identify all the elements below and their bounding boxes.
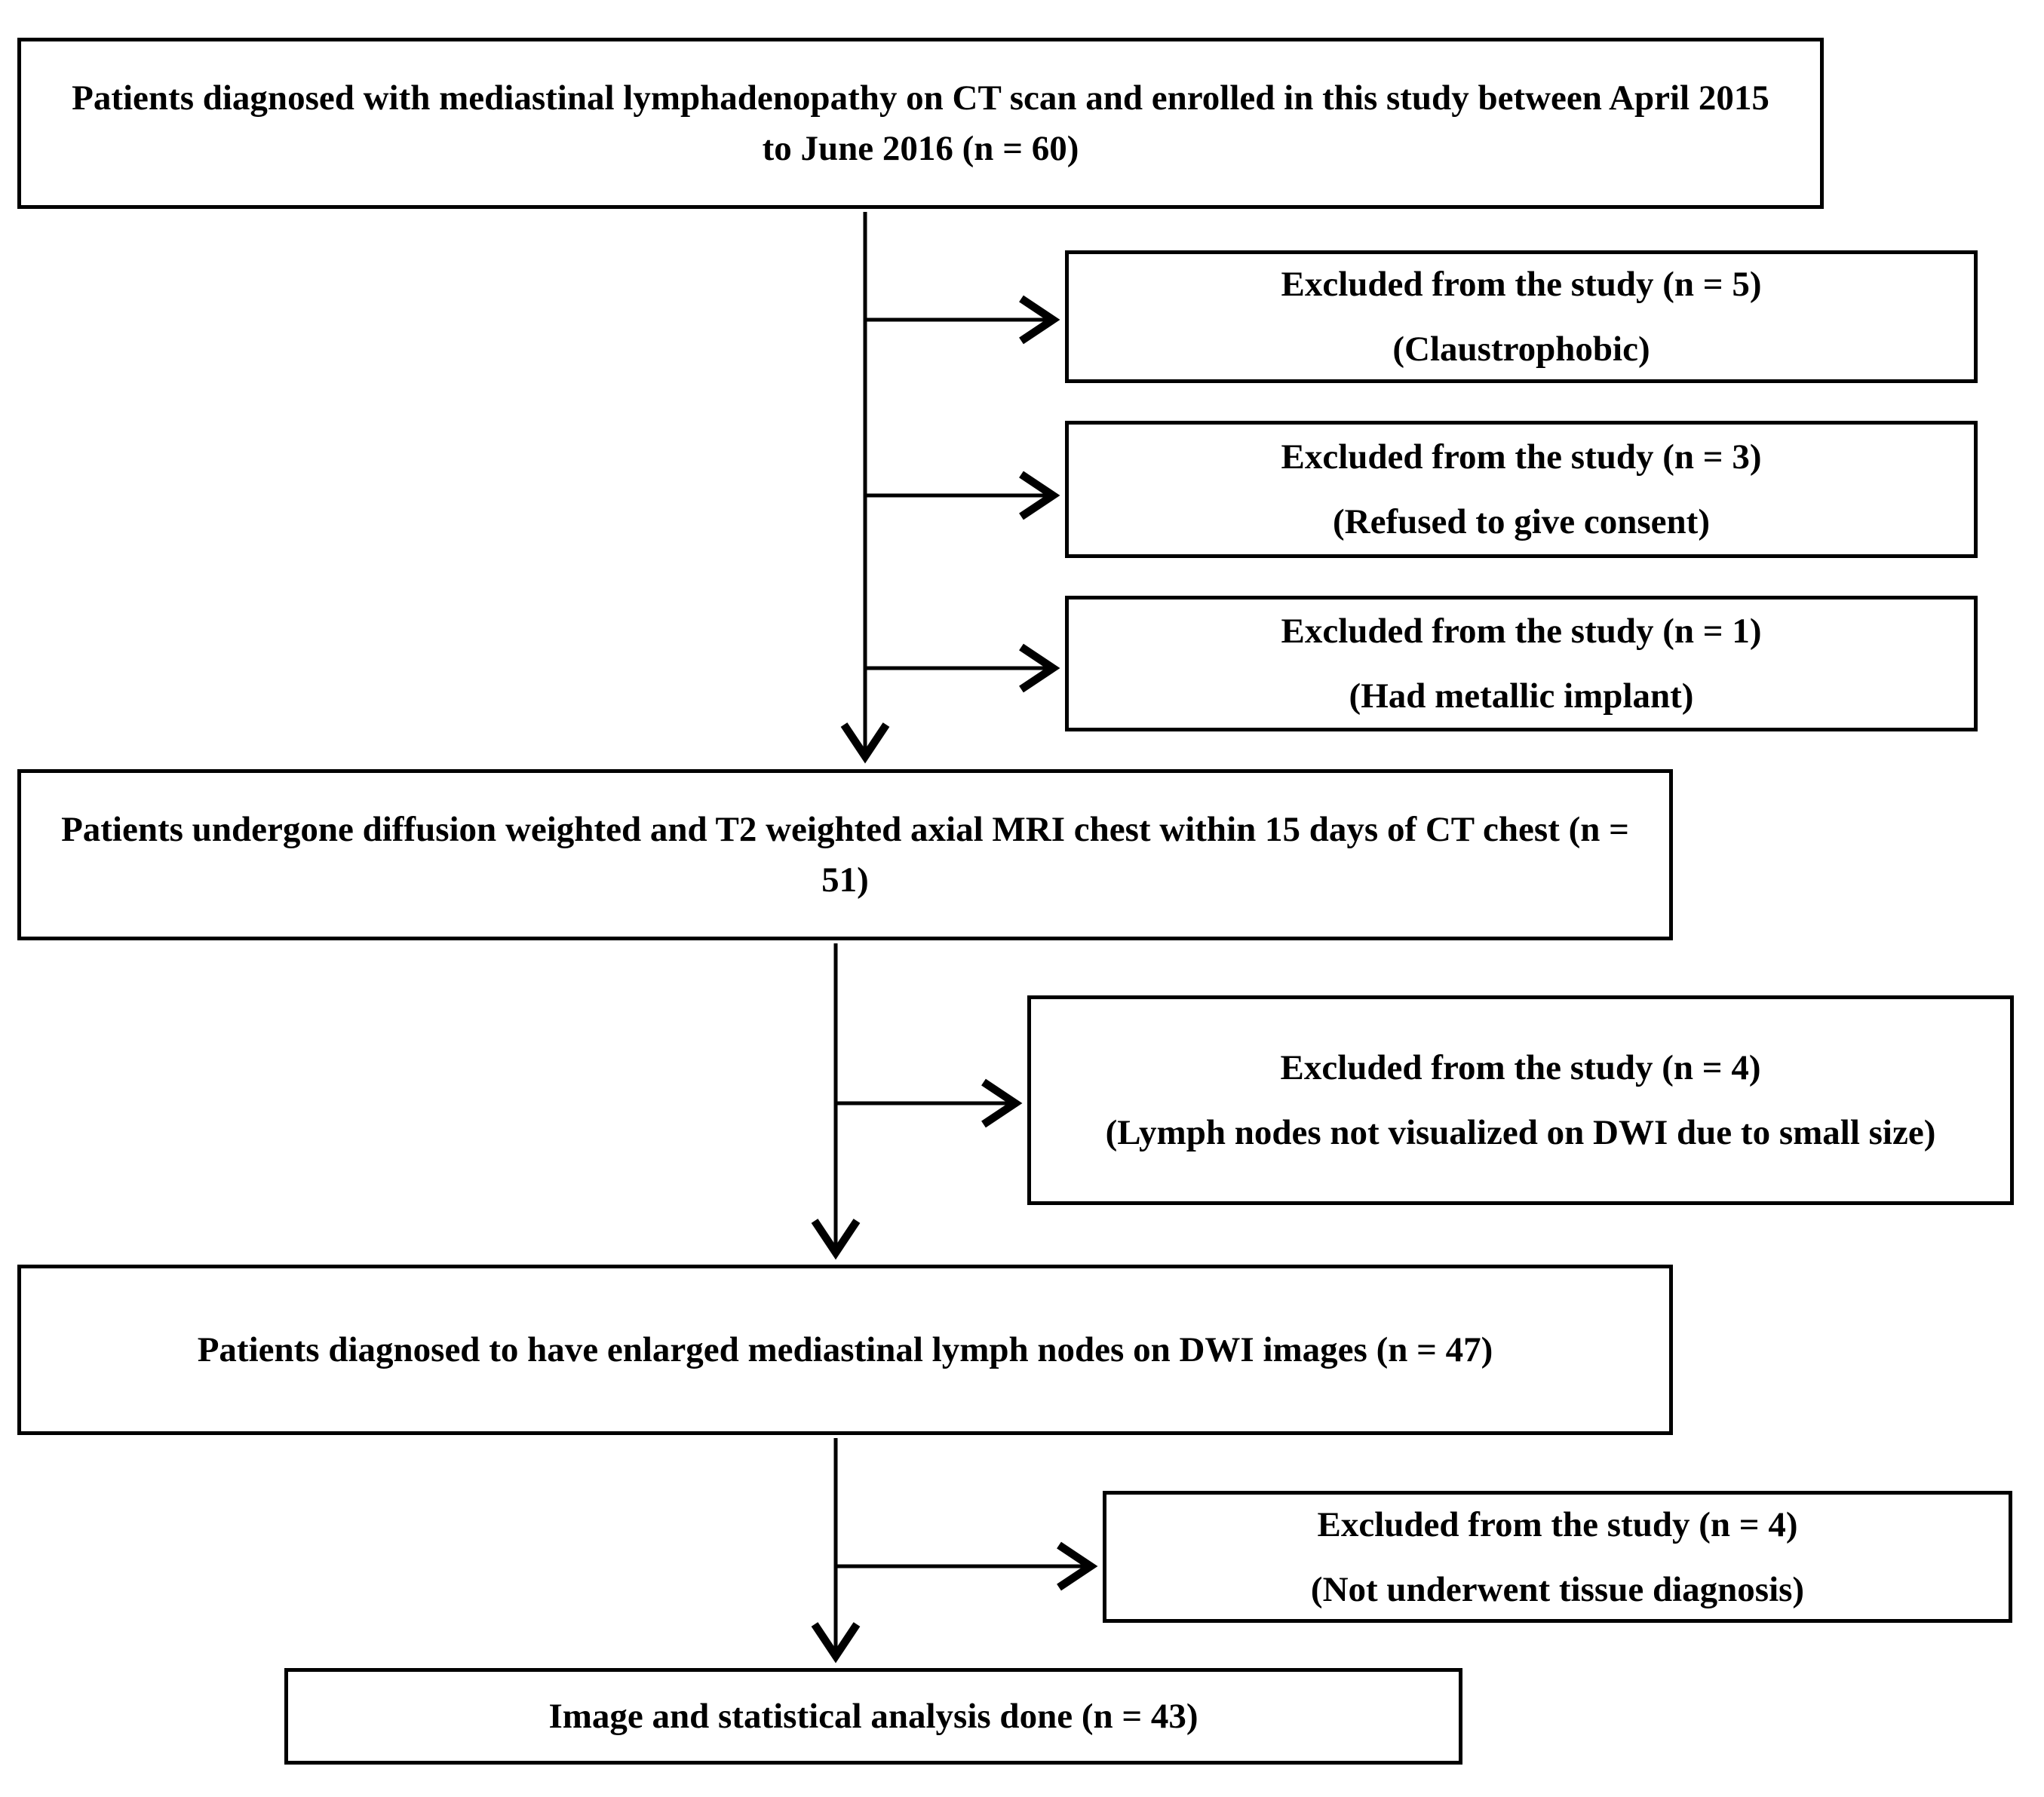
excluded-no-tissue-diagnosis-reason: (Not underwent tissue diagnosis): [1310, 1569, 1805, 1609]
excluded-claustrophobic-reason: (Claustrophobic): [1392, 330, 1650, 370]
box-analysis-done: Image and statistical analysis done (n =…: [284, 1668, 1462, 1765]
excluded-dwi-small-size-title: Excluded from the study (n = 4): [1280, 1048, 1761, 1088]
excluded-metallic-implant-reason: (Had metallic implant): [1349, 676, 1694, 716]
box-excluded-refused-consent: Excluded from the study (n = 3) (Refused…: [1065, 421, 1978, 558]
excluded-claustrophobic-title: Excluded from the study (n = 5): [1281, 265, 1762, 305]
box-dwi-patients: Patients diagnosed to have enlarged medi…: [17, 1265, 1673, 1435]
box-mri-patients-text: Patients undergone diffusion weighted an…: [61, 809, 1629, 900]
excluded-no-tissue-diagnosis-title: Excluded from the study (n = 4): [1317, 1504, 1798, 1544]
box-dwi-patients-text: Patients diagnosed to have enlarged medi…: [197, 1329, 1493, 1369]
box-excluded-dwi-small-size: Excluded from the study (n = 4) (Lymph n…: [1027, 995, 2014, 1205]
box-enrolled-patients: Patients diagnosed with mediastinal lymp…: [17, 38, 1824, 209]
excluded-refused-consent-title: Excluded from the study (n = 3): [1281, 437, 1762, 477]
box-excluded-no-tissue-diagnosis: Excluded from the study (n = 4) (Not und…: [1103, 1491, 2012, 1623]
box-analysis-done-text: Image and statistical analysis done (n =…: [548, 1696, 1198, 1736]
box-excluded-claustrophobic: Excluded from the study (n = 5) (Claustr…: [1065, 250, 1978, 383]
box-excluded-metallic-implant: Excluded from the study (n = 1) (Had met…: [1065, 596, 1978, 731]
excluded-dwi-small-size-reason: (Lymph nodes not visualized on DWI due t…: [1105, 1113, 1936, 1153]
excluded-refused-consent-reason: (Refused to give consent): [1333, 502, 1710, 542]
box-enrolled-patients-text: Patients diagnosed with mediastinal lymp…: [72, 78, 1769, 168]
excluded-metallic-implant-title: Excluded from the study (n = 1): [1281, 612, 1762, 652]
box-mri-patients: Patients undergone diffusion weighted an…: [17, 769, 1673, 940]
